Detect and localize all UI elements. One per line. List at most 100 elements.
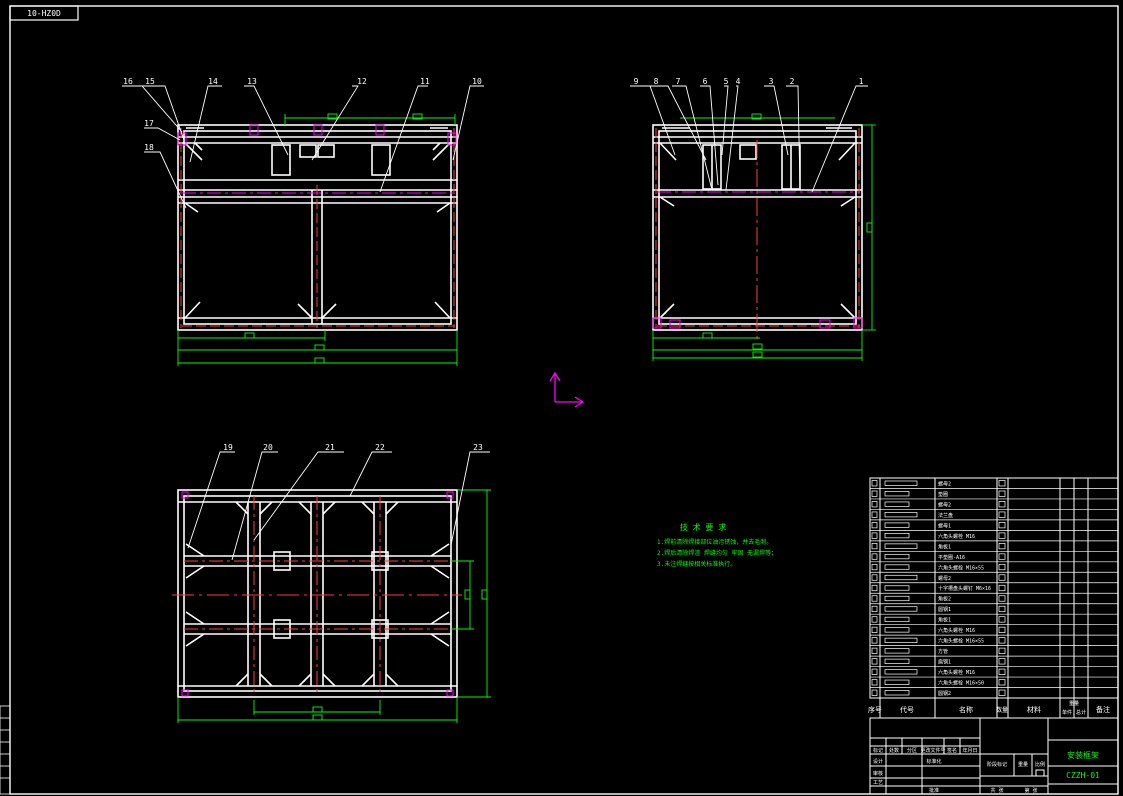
bom-row-code — [884, 501, 910, 507]
balloon-23: 23 — [473, 443, 483, 452]
bom-row-qty — [998, 668, 1006, 675]
tb-weight: 重量 — [1018, 761, 1028, 768]
bom-row-code — [884, 627, 910, 633]
tb-designer: 设计 — [873, 758, 883, 765]
bom-row-code — [884, 553, 910, 560]
bom-row-marker — [871, 647, 878, 654]
bom-row-marker — [871, 511, 878, 518]
balloon-19: 19 — [223, 443, 233, 452]
balloon-1: 1 — [859, 77, 864, 86]
bom-row-name: 六角头螺栓 M16 — [938, 627, 975, 634]
bom-row-marker — [871, 543, 878, 550]
bom-row-name: 六角头螺栓 M16 — [938, 669, 975, 676]
balloon-3: 3 — [769, 77, 774, 86]
bom-row-marker — [871, 532, 878, 539]
bom-row-code — [884, 616, 910, 623]
bom-row-marker — [871, 668, 878, 675]
balloon-22: 22 — [375, 443, 385, 452]
tech-note-3: 3.未注焊缝按相关标准执行。 — [657, 560, 736, 568]
bom-row-code — [884, 606, 918, 612]
bom-row-qty — [998, 501, 1006, 508]
bom-row-qty — [998, 689, 1006, 696]
bom-header-code: 代号 — [900, 705, 914, 714]
bom-row-code — [884, 658, 910, 664]
tb-standardization: 标准化 — [926, 758, 941, 765]
tb-approve: 批准 — [929, 787, 939, 794]
bom-row-qty — [998, 605, 1006, 613]
bom-row-name: 六角头螺栓 M16×55 — [938, 564, 984, 571]
balloon-13: 13 — [247, 77, 257, 86]
bom-row-name: 螺母2 — [938, 575, 951, 582]
bom-row-code — [884, 585, 910, 591]
bom-row-qty — [998, 480, 1006, 487]
bom-row-code — [884, 480, 918, 486]
tb-count: 处数 — [889, 747, 899, 754]
bom-row-qty — [998, 658, 1006, 665]
bom-row-code — [884, 564, 910, 570]
bom-row-marker — [871, 490, 878, 497]
balloon-14: 14 — [208, 77, 218, 86]
tb-stage-mark: 阶段标记 — [987, 761, 1007, 768]
bom-row-marker — [871, 595, 878, 602]
ucs-icon — [549, 371, 585, 408]
title-block[interactable]: 标记 处数 分区 更改文件号 签名 年月日 设计 标准化 审核 工艺 批准 阶段… — [869, 717, 1119, 795]
bom-row-code — [884, 491, 910, 497]
drawing-border — [9, 5, 1119, 795]
bom-row-qty — [998, 584, 1006, 592]
balloon-6: 6 — [703, 77, 708, 86]
bom-row-name: 垫圈 — [938, 491, 948, 498]
bom-header: 序号 代号 名称 数量 材料 重量 单件 总计 备注 — [868, 700, 1110, 716]
bom-row-qty — [998, 595, 1006, 602]
tb-sign: 签名 — [947, 747, 957, 754]
bom-row-code — [884, 512, 918, 518]
bom-row-qty — [998, 574, 1006, 581]
front-view[interactable]: 16 15 14 13 12 11 10 17 18 — [122, 77, 484, 366]
balloon-8: 8 — [654, 77, 659, 86]
bom-row-code — [884, 648, 910, 654]
balloon-4: 4 — [736, 77, 741, 86]
tb-scale: 比例 — [1035, 761, 1045, 768]
title-block-grid — [869, 717, 1119, 795]
tb-zone: 分区 — [907, 747, 917, 754]
bom-row-qty — [998, 637, 1006, 644]
front-view-frame — [177, 124, 458, 331]
bom-row-name: 角板1 — [938, 617, 951, 624]
bom-row-code — [884, 669, 918, 675]
tb-sheets: 共 张 — [990, 787, 1003, 794]
bom-row-marker — [871, 501, 878, 508]
bom-row-name: 方管 — [938, 648, 948, 655]
balloon-11: 11 — [420, 77, 430, 86]
side-view-dimensions — [652, 113, 876, 361]
drawing-stamp: 10-HZ0D — [27, 9, 61, 18]
top-view[interactable]: 19 20 21 22 23 — [172, 443, 491, 723]
bom-row-qty — [998, 679, 1006, 686]
front-view-dimensions — [177, 113, 458, 366]
tech-notes-heading: 技 术 要 求 — [680, 522, 726, 532]
bom-row-name: 平垫圈-A16 — [938, 554, 965, 561]
bom-row-code — [884, 595, 910, 602]
bom-row-name: 圆钢2 — [938, 690, 951, 697]
bom-row-name: 六角头螺栓 M16 — [938, 533, 975, 540]
bom-row-marker — [871, 553, 878, 560]
bom-row-qty — [998, 532, 1006, 539]
bom-row-marker — [871, 605, 878, 613]
bom-row-code — [884, 637, 918, 643]
balloon-18: 18 — [144, 143, 154, 152]
balloon-17: 17 — [144, 119, 154, 128]
bom-row-name: 角板2 — [938, 596, 951, 603]
bom-row-name: 角板1 — [938, 543, 951, 550]
bom-row-marker — [871, 584, 878, 592]
bom-header-qty: 数量 — [996, 706, 1008, 714]
bom-row-marker — [871, 658, 878, 665]
bom-row-name: 螺母1 — [938, 522, 951, 529]
side-view[interactable]: 9 8 7 6 5 4 3 2 1 — [630, 77, 876, 361]
bom-row-qty — [998, 522, 1006, 529]
bom-row-qty — [998, 647, 1006, 654]
bom-grid — [869, 477, 1119, 719]
balloon-9: 9 — [634, 77, 639, 86]
bom-row-qty — [998, 543, 1006, 550]
bom-row-name: 圆钢1 — [938, 606, 951, 613]
